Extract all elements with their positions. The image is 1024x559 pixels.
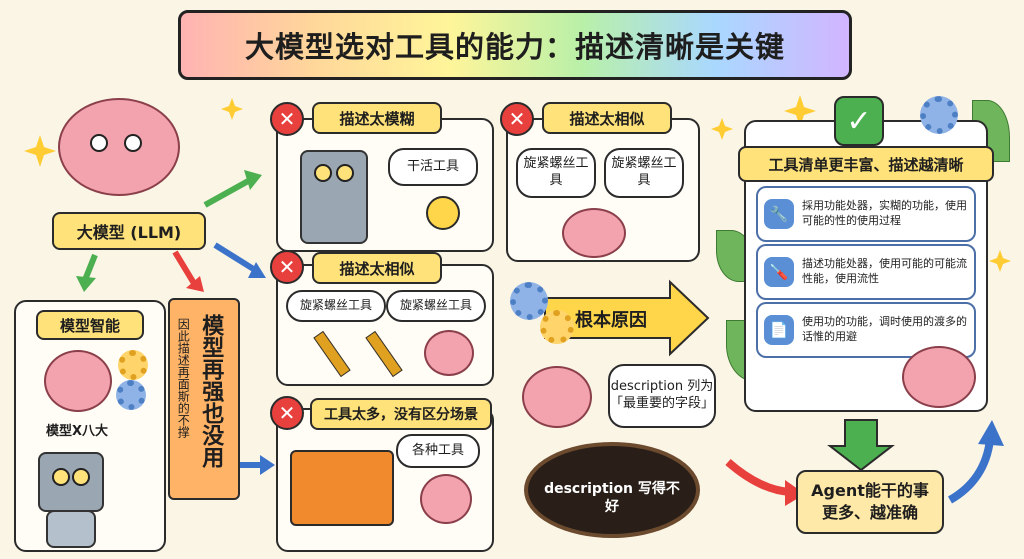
gear-icon [920, 96, 958, 134]
result-box: Agent能干的事 更多、越准确 [796, 470, 944, 534]
screwdriver-icon [365, 330, 403, 378]
gear-icon [118, 350, 148, 380]
screwdriver-icon: 🪛 [764, 257, 794, 287]
checkmark-icon: ✓ [834, 96, 884, 146]
brain-icon [44, 350, 112, 412]
solution-item-text: 使用功的功能，调时使用的渡多的话惟的用避 [802, 315, 967, 343]
brain-icon [562, 208, 626, 258]
x-icon: ✕ [500, 102, 534, 136]
problem-many-tag: 工具太多，没有区分场景 [310, 398, 492, 430]
strong-model-banner: 模型再强也没用 因此描述再面斯的不撑 [168, 298, 240, 500]
hole-text: description 写得不好 [544, 481, 680, 516]
intelligence-caption: 模型Ⅹ八大 [46, 424, 109, 439]
document-icon: 📄 [764, 315, 794, 345]
solution-item: 📄 使用功的功能，调时使用的渡多的话惟的用避 [756, 302, 976, 358]
wrench-icon: 🔧 [764, 199, 794, 229]
solution-item-text: 採用功能处器，实糊的功能，使用可能的性的使用过程 [802, 199, 967, 227]
solution-card: 🔧 採用功能处器，实糊的功能，使用可能的性的使用过程 🪛 描述功能处器，使用可能… [744, 120, 988, 412]
screwdriver-icon [313, 330, 351, 378]
solution-item: 🪛 描述功能处器，使用可能的可能流性能，使用流性 [756, 244, 976, 300]
toolbox-icon [290, 450, 394, 526]
intelligence-tag: 模型智能 [36, 310, 144, 340]
problem-similar-top-tag: 描述太相似 [542, 102, 672, 134]
robot-icon [300, 150, 368, 244]
solution-title: 工具清单更丰富、描述越清晰 [738, 146, 994, 182]
problem-similar-mid-card: 旋紧螺丝工具 旋紧螺丝工具 [276, 264, 494, 386]
problem-vague-card: 干活工具 [276, 118, 494, 252]
problem-vague-tag: 描述太模糊 [312, 102, 442, 134]
vague-bubble: 干活工具 [388, 148, 478, 186]
gear-icon [116, 380, 146, 410]
gear-icon [510, 282, 548, 320]
gear-icon [540, 310, 574, 344]
many-bubble: 各种工具 [396, 434, 480, 468]
problem-many-card: 各种工具 [276, 408, 494, 552]
x-icon: ✕ [270, 102, 304, 136]
brain-character [902, 346, 976, 408]
page-title: 大模型选对工具的能力：描述清晰是关键 [178, 10, 852, 80]
llm-label: 大模型 (LLM) [52, 212, 206, 250]
x-icon: ✕ [270, 250, 304, 284]
confused-face-icon [426, 196, 460, 230]
brain-icon [420, 474, 472, 524]
banner-main-text: 模型再强也没用 [198, 314, 224, 468]
similar-bubble-a: 旋紧螺丝工具 [516, 148, 596, 198]
solution-item: 🔧 採用功能处器，实糊的功能，使用可能的性的使用过程 [756, 186, 976, 242]
robot-body-icon [46, 510, 96, 548]
intelligence-card: 模型智能 模型Ⅹ八大 [14, 300, 166, 552]
similar-bubble-b: 旋紧螺丝工具 [386, 290, 486, 322]
problem-similar-top-card: 旋紧螺丝工具 旋紧螺丝工具 [506, 118, 700, 262]
similar-bubble-a: 旋紧螺丝工具 [286, 290, 386, 322]
brain-character [522, 366, 592, 428]
brain-icon [424, 330, 474, 376]
root-bubble: description 列为「最重要的字段」 [608, 364, 716, 428]
solution-item-text: 描述功能处器，使用可能的可能流性能，使用流性 [802, 257, 967, 285]
banner-sub-text: 因此描述再面斯的不撑 [176, 318, 191, 438]
similar-bubble-b: 旋紧螺丝工具 [604, 148, 684, 198]
robot-icon [38, 452, 104, 512]
problem-similar-mid-tag: 描述太相似 [312, 252, 442, 284]
brain-character [58, 98, 180, 196]
root-cause-label: 根本原因 [575, 310, 647, 331]
x-icon: ✕ [270, 396, 304, 430]
